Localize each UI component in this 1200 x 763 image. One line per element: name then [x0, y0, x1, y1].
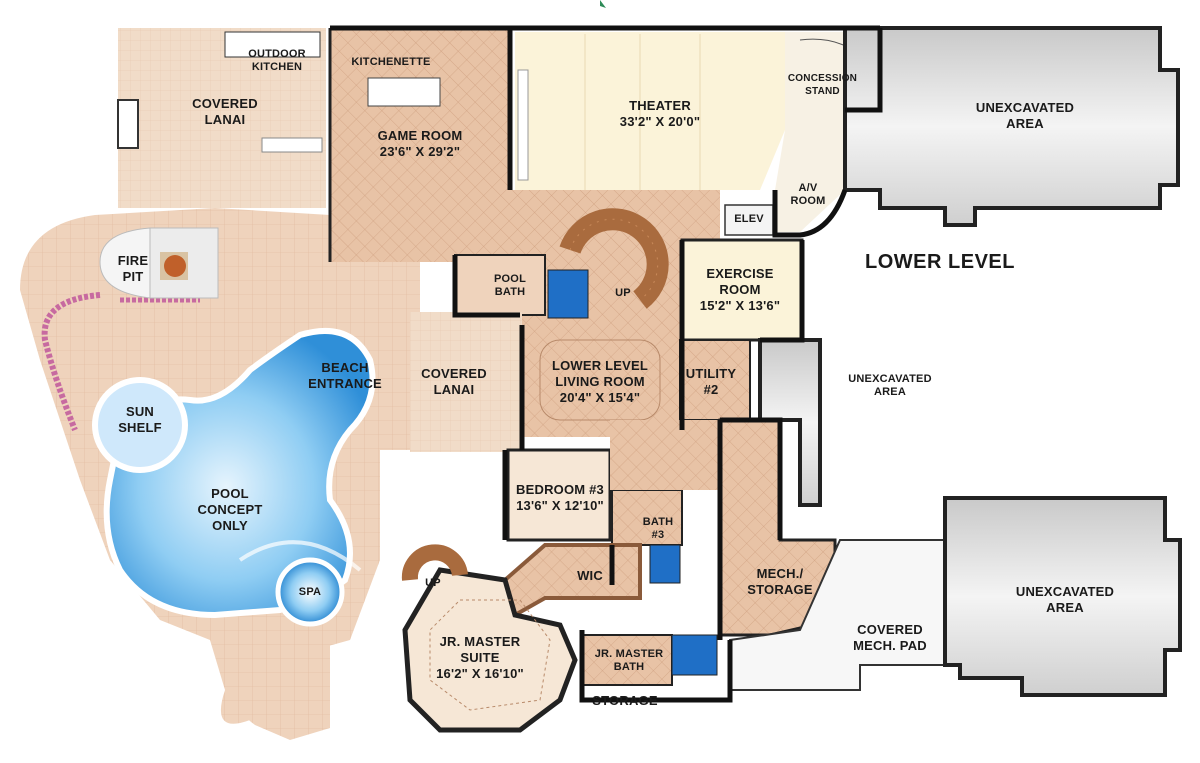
room-label-bath-3: BATH#3	[642, 516, 674, 541]
room-label-up-spiral: UP	[425, 577, 441, 589]
covered-lanai-mid-area	[410, 312, 522, 452]
jr-master-suite-area	[402, 567, 578, 733]
walls	[330, 25, 883, 703]
room-label-utility: UTILITY#2	[685, 366, 737, 397]
unexcavated-bottom-area	[943, 496, 1182, 697]
bedroom-3-area	[506, 448, 612, 542]
theater-area	[515, 32, 785, 190]
jr-master-bath-area	[581, 634, 718, 686]
room-label-wic: WIC	[577, 568, 603, 583]
room-label-elev: ELEV	[734, 213, 764, 225]
covered-lanai-top-area	[117, 28, 326, 208]
room-label-spa: SPA	[298, 586, 322, 598]
room-label-up-main: UP	[615, 287, 631, 299]
fire-pit-area	[99, 227, 219, 299]
level-title: LOWER LEVEL	[865, 251, 1015, 273]
room-label-storage: STORAGE	[592, 693, 658, 708]
unexcavated-top-area	[843, 26, 1180, 227]
room-label-mech-storage: MECH./STORAGE	[747, 566, 813, 597]
room-label-kitchenette: KITCHENETTE	[351, 56, 431, 68]
utility-area	[679, 339, 751, 421]
north-arrow-icon	[600, 0, 606, 8]
spiral-stair-icon	[401, 544, 468, 581]
living-room-area	[522, 325, 680, 437]
pool	[92, 327, 376, 627]
hallway-area	[610, 420, 720, 490]
